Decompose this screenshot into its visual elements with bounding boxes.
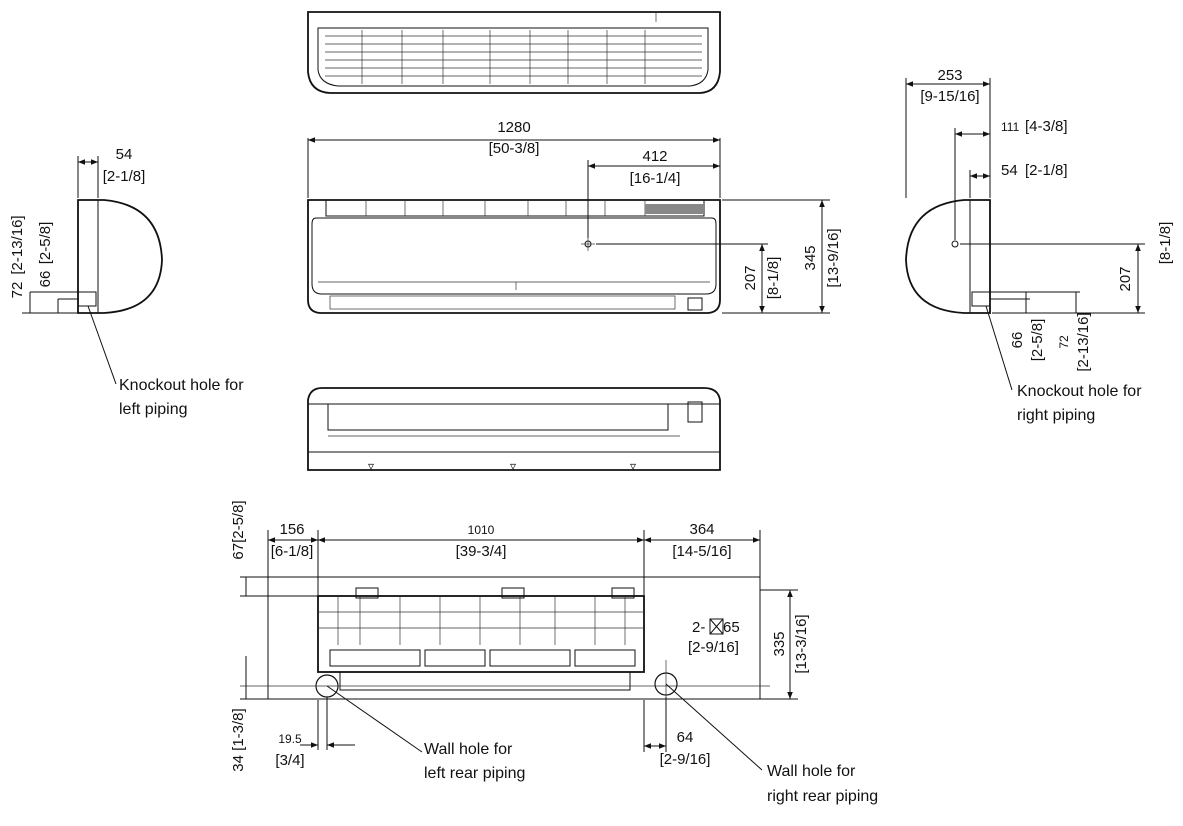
center-offset-mm: 412 (642, 148, 667, 165)
wall-right-line2: right rear piping (767, 788, 878, 805)
height-mm: 345 (802, 245, 819, 270)
right-66: 66 (1009, 332, 1026, 349)
right-72-in: [2-13/16] (1075, 312, 1092, 371)
front-width-mm: 1280 (497, 119, 530, 136)
plate-64-mm: 64 (677, 729, 694, 746)
plate-364-in: [14-5/16] (672, 543, 731, 560)
left-66: 66 (37, 271, 54, 288)
diameter-symbol (709, 618, 724, 635)
svg-text:▿: ▿ (510, 459, 516, 473)
left-72: 72 (9, 282, 26, 299)
plate-1010-mm: 1010 (468, 523, 495, 537)
height-in: [13-9/16] (825, 228, 842, 287)
top-grille (325, 30, 702, 84)
svg-text:▿: ▿ (630, 459, 636, 473)
dimension-labels: 1280 [50-3/8] 412 [16-1/4] 345 [13-9/16]… (9, 67, 1174, 772)
center-offset-in: [16-1/4] (630, 170, 681, 187)
right-54: 54 (1001, 162, 1018, 179)
left-side-view (77, 199, 163, 314)
left-72-in: [2-13/16] (9, 215, 26, 274)
dimension-lines (22, 78, 1145, 752)
svg-text:▿: ▿ (368, 459, 374, 473)
hole-qty: 2- (692, 619, 705, 636)
plate-1010-in: [39-3/4] (456, 543, 507, 560)
bottom-view: ▿ ▿ ▿ (307, 387, 721, 473)
front-view (307, 199, 721, 314)
right-111: 111 (1001, 120, 1020, 134)
right-66-in: [2-5/8] (1029, 319, 1046, 362)
mounting-plate-view (240, 576, 770, 700)
plate-67: 67[2-5/8] (230, 500, 247, 559)
wall-right-line1: Wall hole for (767, 763, 856, 780)
knockout-right-line2: right piping (1017, 407, 1095, 424)
plate-156-in: [6-1/8] (271, 543, 314, 560)
plate-156-mm: 156 (279, 521, 304, 538)
plate-19-5-mm: 19.5 (278, 732, 302, 746)
right-54-in: [2-1/8] (1025, 162, 1068, 179)
plate-335-in: [13-3/16] (793, 614, 810, 673)
hole-dia: 65 (723, 619, 740, 636)
plate-64-in: [2-9/16] (660, 751, 711, 768)
left-depth-in: [2-1/8] (103, 168, 146, 185)
plate-34: 34 [1-3/8] (230, 708, 247, 771)
center-height-in: [8-1/8] (765, 257, 782, 300)
notes: Knockout hole for left piping Knockout h… (119, 377, 1142, 805)
right-depth-in: [9-15/16] (920, 88, 979, 105)
wall-left-line1: Wall hole for (424, 741, 513, 758)
right-207-in: [8-1/8] (1157, 222, 1174, 265)
knockout-right-line1: Knockout hole for (1017, 383, 1142, 400)
right-72: 72 (1057, 335, 1071, 349)
plate-19-5-in: [3/4] (275, 752, 304, 769)
left-66-in: [2-5/8] (37, 222, 54, 265)
knockout-left-line2: left piping (119, 401, 188, 418)
right-207: 207 (1117, 266, 1134, 291)
top-view (307, 11, 721, 94)
leader-lines (87, 305, 1013, 771)
right-side-view (905, 199, 991, 314)
plate-335-mm: 335 (771, 631, 788, 656)
right-depth-mm: 253 (937, 67, 962, 84)
knockout-left-line1: Knockout hole for (119, 377, 244, 394)
center-height-mm: 207 (742, 265, 759, 290)
left-depth-mm: 54 (116, 146, 133, 163)
hole-dia-in: [2-9/16] (688, 639, 739, 656)
front-width-in: [50-3/8] (489, 140, 540, 157)
wall-left-line2: left rear piping (424, 765, 525, 782)
plate-364-mm: 364 (689, 521, 714, 538)
right-111-in: [4-3/8] (1025, 118, 1068, 135)
